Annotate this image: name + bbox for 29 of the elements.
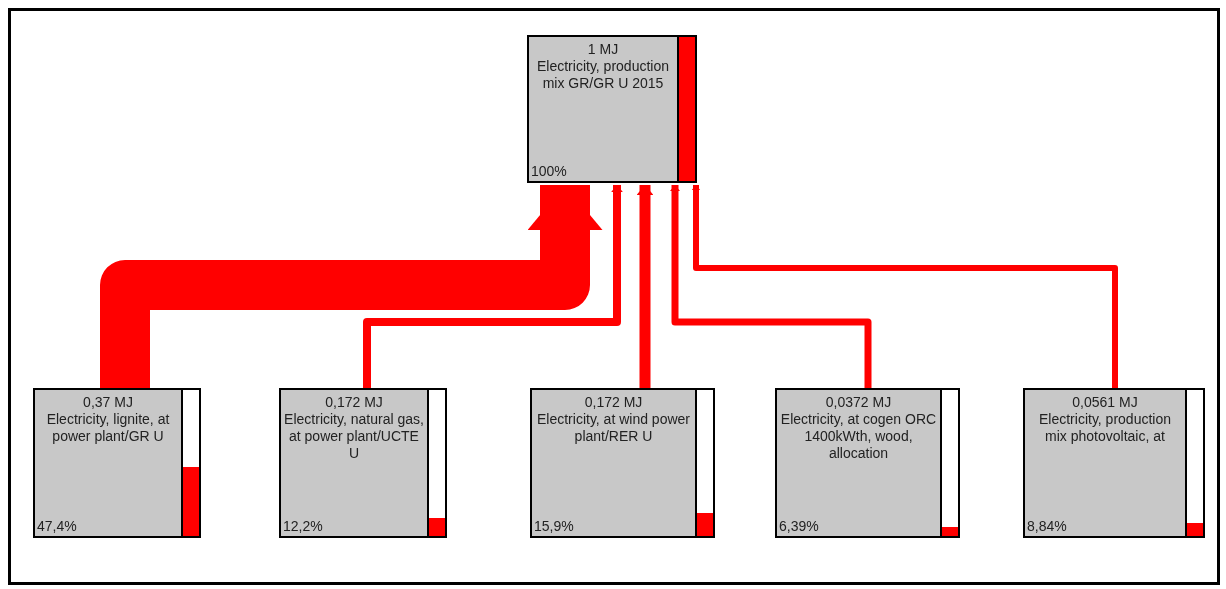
amount-label: 0,172 MJ bbox=[583, 394, 644, 411]
flow-arrow bbox=[363, 185, 623, 388]
process-name: Electricity, production mix photovoltaic, at bbox=[1038, 411, 1172, 445]
percentage-label: 47,4% bbox=[37, 518, 77, 534]
process-name: Electricity, lignite, at power plant/GR U bbox=[45, 411, 171, 445]
process-box bbox=[530, 388, 715, 538]
flow-arrow bbox=[669, 185, 872, 388]
amount-label: 0,172 MJ bbox=[324, 394, 384, 411]
amount-label: 1 MJ bbox=[586, 41, 620, 58]
flow-arrow bbox=[636, 185, 654, 388]
process-box bbox=[775, 388, 960, 538]
process-name: Electricity, at wind power plant/RER U bbox=[536, 411, 691, 445]
amount-label: 0,0372 MJ bbox=[824, 394, 893, 411]
percentage-label: 100% bbox=[531, 163, 567, 179]
process-name: Electricity, natural gas, at power plant/UCTE U bbox=[283, 411, 425, 462]
percentage-label: 6,39% bbox=[779, 518, 819, 534]
process-box bbox=[1023, 388, 1205, 538]
amount-label: 0,37 MJ bbox=[82, 394, 134, 411]
percentage-label: 8,84% bbox=[1027, 518, 1067, 534]
percentage-label: 12,2% bbox=[283, 518, 323, 534]
flow-arrow bbox=[691, 185, 1118, 388]
amount-label: 0,0561 MJ bbox=[1071, 394, 1139, 411]
process-box bbox=[33, 388, 201, 538]
flow-arrow bbox=[100, 185, 603, 388]
process-box bbox=[279, 388, 447, 538]
percentage-label: 15,9% bbox=[534, 518, 574, 534]
process-name: Electricity, production mix GR/GR U 2015 bbox=[536, 58, 670, 92]
process-box bbox=[527, 35, 697, 183]
process-name: Electricity, at cogen ORC 1400kWth, wood, allocation bbox=[779, 411, 938, 462]
